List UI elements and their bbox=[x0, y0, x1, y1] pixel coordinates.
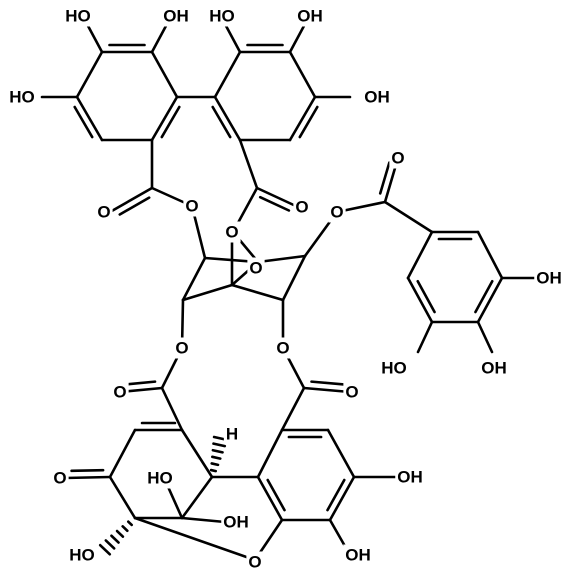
sugar-bond bbox=[256, 254, 307, 264]
carbonyl-bond bbox=[63, 475, 112, 480]
bond-network bbox=[40, 22, 537, 562]
hydroxyl-label: HO bbox=[69, 546, 95, 565]
carbonyl-bond bbox=[302, 386, 352, 394]
ring-r-bond bbox=[326, 428, 356, 479]
hydroxyl-label: HO bbox=[147, 469, 173, 488]
carbonyl-bond bbox=[108, 186, 154, 214]
ester-bond bbox=[160, 386, 184, 432]
ring-a-bond bbox=[75, 50, 104, 99]
sugar-bond bbox=[281, 254, 307, 302]
hydroxyl-label: OH bbox=[297, 7, 323, 26]
hydroxyl-label: OH bbox=[481, 359, 507, 378]
hydroxyl-label: OH bbox=[536, 269, 562, 288]
carbonyl-double bbox=[70, 468, 105, 473]
carbonyl-double bbox=[124, 380, 157, 386]
ring-b-bond bbox=[288, 95, 317, 142]
hydroxyl-label: OH bbox=[345, 546, 371, 565]
sugar-bond bbox=[181, 283, 234, 302]
hydroxyl-label: HO bbox=[9, 88, 35, 107]
ester-oxygen-label: O bbox=[330, 203, 343, 222]
oh-bond bbox=[180, 516, 227, 524]
hydroxyl-label: OH bbox=[163, 7, 189, 26]
stereo-bonds bbox=[98, 435, 229, 556]
ring-a-bond bbox=[150, 50, 179, 99]
carbonyl-bond bbox=[255, 186, 300, 209]
ester-oxygen-label: O bbox=[276, 339, 289, 358]
double-bond-line bbox=[298, 105, 319, 139]
hydrogen-label: H bbox=[226, 425, 238, 444]
ring-r-bond bbox=[328, 475, 356, 522]
ring-g-bond bbox=[406, 230, 434, 280]
stereo-hash-bond-h bbox=[209, 435, 229, 473]
ring-b-bond bbox=[288, 50, 317, 99]
ring-oxygen-label: O bbox=[248, 553, 261, 572]
ester-oxygen-label: O bbox=[175, 339, 188, 358]
oh-bond bbox=[85, 22, 104, 54]
ring-g-bond bbox=[476, 276, 504, 324]
carbonyl-double bbox=[258, 195, 291, 212]
double-bond-line bbox=[474, 279, 494, 314]
ring-l-bond bbox=[180, 475, 214, 520]
hydroxyl-label: HO bbox=[209, 7, 235, 26]
ring-r-bond bbox=[256, 475, 284, 522]
ketone-oxygen-label: O bbox=[53, 469, 66, 488]
ring-b-bond bbox=[213, 95, 242, 142]
double-bond-line bbox=[73, 105, 94, 139]
ester-bond bbox=[238, 138, 259, 190]
sugar-bond bbox=[181, 256, 207, 302]
double-bond-line bbox=[266, 478, 286, 512]
oh-bond bbox=[416, 320, 434, 354]
ring-b-bond bbox=[213, 50, 242, 99]
carbonyl-double bbox=[118, 196, 151, 216]
ring-l-bond bbox=[180, 428, 214, 479]
oh-bond bbox=[288, 22, 307, 54]
ether-bond bbox=[133, 516, 257, 562]
hydroxyl-label: HO bbox=[381, 359, 407, 378]
stereo-hash-bond-oh bbox=[98, 520, 134, 556]
double-bond-line bbox=[160, 105, 181, 139]
ring-a-bond bbox=[150, 95, 179, 142]
carbonyl-oxygen-label: O bbox=[113, 383, 126, 402]
ring-g-bond bbox=[406, 276, 434, 324]
ring-r-bond bbox=[256, 428, 284, 479]
ring-oxygen-label: O bbox=[249, 259, 262, 278]
sugar-bond bbox=[230, 283, 285, 302]
carbonyl-double bbox=[310, 380, 346, 386]
ring-g-bond bbox=[476, 230, 504, 280]
carbonyl-oxygen-label: O bbox=[295, 198, 308, 217]
hydroxyl-label: OH bbox=[223, 513, 249, 532]
oh-bond bbox=[223, 22, 242, 54]
ester-oxygen-label: O bbox=[185, 197, 198, 216]
carbonyl-double bbox=[378, 161, 391, 195]
carbonyl-oxygen-label: O bbox=[345, 383, 358, 402]
ring-l-bond bbox=[108, 475, 137, 520]
ester-bond bbox=[280, 386, 306, 432]
oh-bond bbox=[476, 320, 494, 354]
ester-oxygen-label: O bbox=[225, 223, 238, 242]
double-bond-line bbox=[326, 478, 346, 512]
carbonyl-oxygen-label: O bbox=[391, 149, 404, 168]
double-bond-line bbox=[416, 279, 436, 314]
hydroxyl-label: OH bbox=[397, 468, 423, 487]
hydroxyl-label: OH bbox=[364, 88, 390, 107]
double-bond-line bbox=[211, 105, 232, 139]
ring-l-bond bbox=[108, 428, 137, 479]
ring-a-bond bbox=[75, 95, 104, 142]
oh-bond bbox=[150, 22, 169, 54]
ester-bond bbox=[383, 200, 434, 234]
carbonyl-oxygen-label: O bbox=[97, 203, 110, 222]
hydroxyl-label: HO bbox=[65, 7, 91, 26]
